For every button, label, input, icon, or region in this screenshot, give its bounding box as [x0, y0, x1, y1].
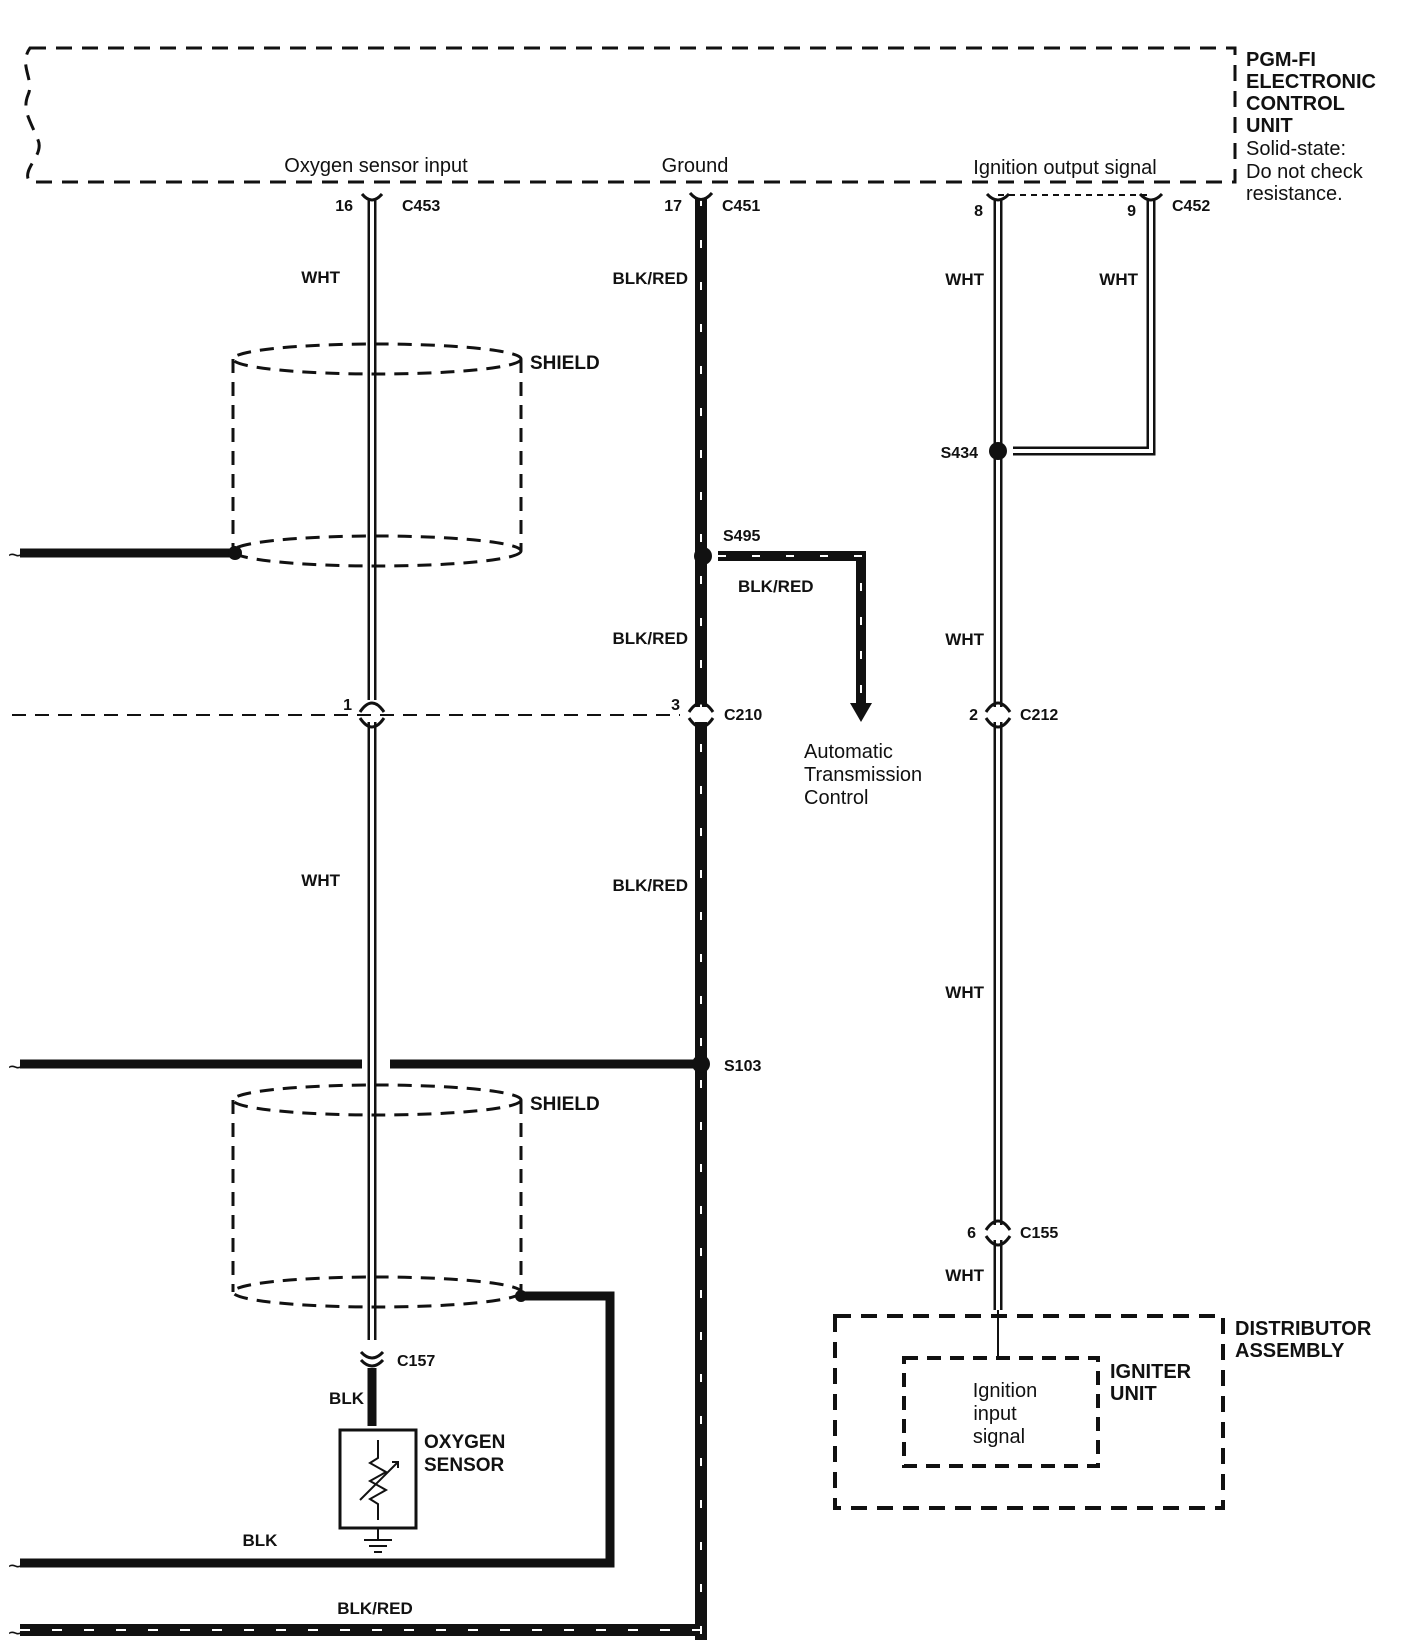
wire-break-symbol-3: ~	[8, 1553, 22, 1580]
c210-pin-3: 3	[671, 697, 680, 714]
shield-upper	[231, 342, 523, 568]
c452-pin8-connector-symbol	[985, 192, 1011, 202]
wire-color-blk-lower: BLK	[243, 1531, 279, 1550]
ecu-name-line-4: UNIT	[1246, 115, 1293, 137]
igniter-unit-box	[902, 1356, 1100, 1468]
ecu-name-line-1: PGM-FI	[1246, 49, 1316, 71]
ignition-input-line-3: signal	[973, 1426, 1025, 1448]
wire-color-wht-2: WHT	[301, 871, 340, 890]
shield-drain-wire-lower	[20, 1291, 615, 1568]
c210-pin-1: 1	[343, 697, 352, 714]
atc-label-line-2: Transmission	[804, 764, 922, 786]
wire-color-blk-red-atc: BLK/RED	[738, 577, 814, 596]
c452-pin-9: 9	[1127, 203, 1136, 220]
atc-label-line-3: Control	[804, 787, 868, 809]
wire-color-wht-4: WHT	[1099, 270, 1138, 289]
c452-pin-8: 8	[974, 203, 983, 220]
wire-color-blk-red-2: BLK/RED	[612, 629, 688, 648]
c155-label: C155	[1020, 1225, 1058, 1242]
ecu-note-line-2: Do not check	[1246, 161, 1364, 183]
c157-label: C157	[397, 1353, 435, 1370]
shield-label-upper: SHIELD	[530, 353, 600, 374]
s103-label: S103	[724, 1058, 761, 1075]
terminal-ignition-output: Ignition output signal	[973, 157, 1156, 179]
wire-color-blk-sensor: BLK	[329, 1389, 365, 1408]
atc-label-line-1: Automatic	[804, 741, 893, 763]
c453-connector-symbol	[360, 192, 384, 202]
distributor-assembly-box	[833, 1314, 1225, 1510]
c451-label: C451	[722, 198, 760, 215]
wire-color-wht-3: WHT	[945, 270, 984, 289]
ecu-name-line-3: CONTROL	[1246, 93, 1345, 115]
terminal-oxygen-sensor-input: Oxygen sensor input	[284, 155, 468, 177]
wire-color-wht-6: WHT	[945, 983, 984, 1002]
c212-pin: 2	[969, 707, 978, 724]
wire-color-blk-red-3: BLK/RED	[612, 876, 688, 895]
ecu-box	[24, 46, 1237, 184]
ground-wire	[20, 198, 707, 1640]
ecu-note-line-3: resistance.	[1246, 183, 1343, 205]
igniter-label-line-2: UNIT	[1110, 1383, 1157, 1405]
s495-label: S495	[723, 528, 760, 545]
wire-color-wht-7: WHT	[945, 1266, 984, 1285]
s495-splice	[694, 547, 712, 565]
c212-connector-symbol	[984, 701, 1012, 729]
distributor-label-line-1: DISTRIBUTOR	[1235, 1318, 1372, 1340]
wire-break-symbol-2: ~	[8, 1054, 22, 1081]
ground-symbol-icon	[364, 1539, 392, 1553]
shield-drain-junction-lower	[515, 1290, 527, 1302]
c155-pin: 6	[967, 1225, 976, 1242]
wire-color-blk-red-bottom: BLK/RED	[337, 1599, 413, 1618]
wire-break-symbol-1: ~	[8, 542, 22, 569]
c452-label: C452	[1172, 198, 1210, 215]
c453-pin: 16	[335, 198, 353, 215]
distributor-label-line-2: ASSEMBLY	[1235, 1340, 1345, 1362]
s103-splice	[692, 1055, 710, 1073]
ignition-branch-wire	[1013, 200, 1156, 456]
c212-label: C212	[1020, 707, 1058, 724]
igniter-label-line-1: IGNITER	[1110, 1361, 1192, 1383]
atc-arrow-icon	[850, 703, 872, 722]
c453-label: C453	[402, 198, 440, 215]
c210-label: C210	[724, 707, 762, 724]
shield-label-lower: SHIELD	[530, 1094, 600, 1115]
wire-color-wht-5: WHT	[945, 630, 984, 649]
c452-pin9-connector-symbol	[1138, 192, 1164, 202]
s434-label: S434	[941, 445, 978, 462]
wire-color-blk-red-1: BLK/RED	[612, 269, 688, 288]
s434-splice	[989, 442, 1007, 460]
shield-drain-junction-upper	[228, 546, 242, 560]
c451-connector-symbol	[688, 191, 714, 201]
oxygen-sensor-label-line-1: OXYGEN	[424, 1432, 505, 1453]
ignition-input-line-1: Ignition	[973, 1380, 1038, 1402]
c210-pin1-connector-symbol	[358, 701, 386, 729]
atc-wire-stripe	[718, 555, 862, 705]
c210-pin3-connector-symbol	[687, 701, 715, 729]
ecu-name-line-2: ELECTRONIC	[1246, 71, 1376, 93]
ignition-input-line-2: input	[973, 1403, 1017, 1425]
c451-pin: 17	[664, 198, 682, 215]
terminal-ground: Ground	[662, 155, 729, 177]
ecu-note-line-1: Solid-state:	[1246, 138, 1346, 160]
resistor-zigzag-icon	[367, 1440, 389, 1520]
shield-lower	[231, 1083, 523, 1309]
c155-connector-symbol	[984, 1219, 1012, 1247]
wire-break-symbol-4: ~	[8, 1620, 22, 1647]
oxygen-sensor	[338, 1428, 418, 1553]
c157-connector-symbol	[359, 1350, 385, 1368]
oxygen-sensor-label-line-2: SENSOR	[424, 1455, 505, 1476]
wire-color-wht-1: WHT	[301, 268, 340, 287]
